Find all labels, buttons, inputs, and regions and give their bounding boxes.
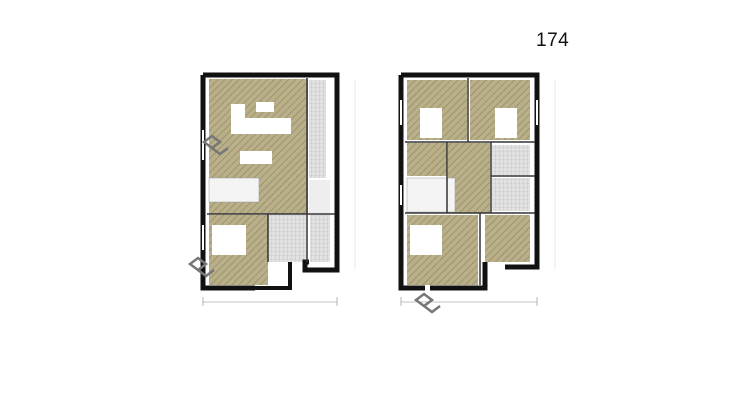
dressing bbox=[407, 143, 447, 176]
stairs bbox=[208, 177, 260, 203]
logo-watermark bbox=[187, 134, 441, 314]
ground-walls bbox=[203, 72, 340, 273]
upper-floor-plan bbox=[398, 72, 556, 306]
hall-tiles bbox=[268, 215, 306, 262]
corridor-tiles bbox=[309, 80, 326, 178]
bed-1 bbox=[420, 108, 442, 138]
bed-2 bbox=[495, 108, 517, 138]
stairs bbox=[406, 177, 456, 213]
bed bbox=[212, 225, 246, 255]
tech-room-tiles bbox=[310, 215, 330, 262]
dressing-room bbox=[485, 215, 530, 262]
bathroom bbox=[492, 145, 530, 175]
kitchen-counter bbox=[231, 104, 245, 134]
wc bbox=[309, 180, 330, 213]
ground-floor-plan bbox=[200, 72, 356, 306]
upper-walls bbox=[401, 72, 540, 270]
wc bbox=[492, 178, 530, 211]
bed-3 bbox=[410, 225, 442, 255]
sink bbox=[256, 102, 274, 112]
dining-table bbox=[240, 151, 272, 164]
kitchen-island bbox=[231, 118, 291, 134]
plan-number: 174 bbox=[536, 30, 570, 51]
